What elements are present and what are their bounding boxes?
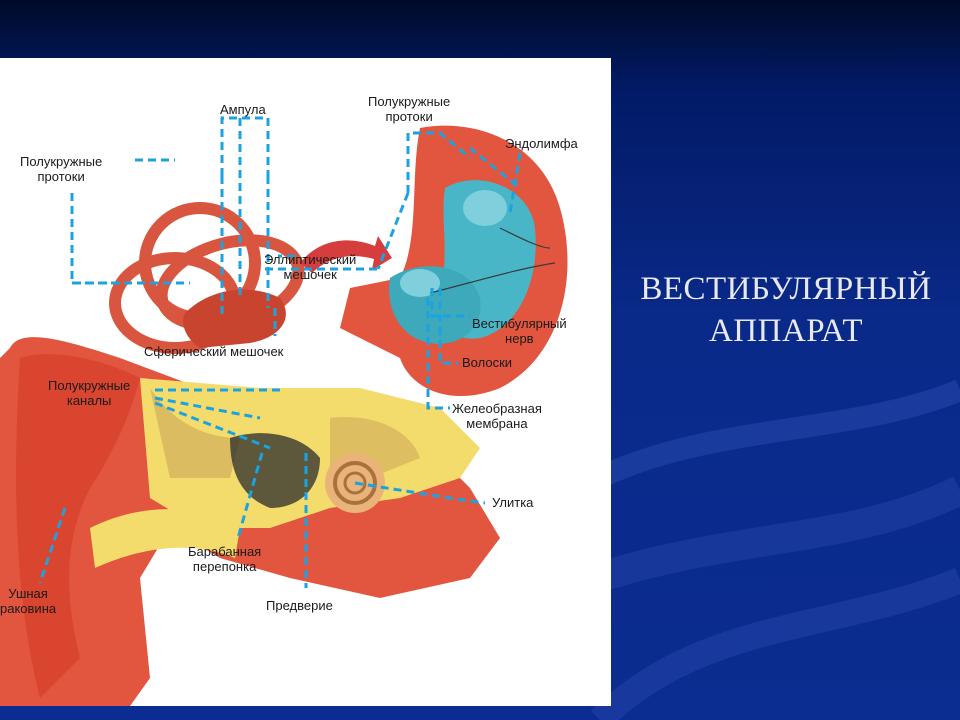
label-zhele: Желеобразная мембрана (452, 401, 542, 431)
label-line: раковина (0, 601, 57, 616)
label-line: нерв (505, 331, 534, 346)
label-line: протоки (37, 169, 85, 184)
label-ellipt: Эллиптический мешочек (264, 252, 356, 282)
label-preddverie: Предверие (266, 598, 333, 613)
slide-title-line: АППАРАТ (708, 313, 864, 349)
label-line: протоки (385, 109, 433, 124)
label-line: каналы (66, 393, 112, 408)
label-voloski: Волоски (462, 355, 513, 370)
label-line: Эллиптический (264, 252, 357, 267)
label-line: мембрана (466, 416, 528, 431)
label-polukr-protoki-left: Полукружные протоки (20, 154, 102, 184)
label-line: мешочек (283, 267, 337, 282)
label-ampula: Ампула (220, 102, 266, 117)
label-line: Ушная (8, 586, 48, 601)
label-ulitka: Улитка (492, 495, 534, 510)
label-line: Полукружные (20, 154, 103, 169)
label-polukr-kanaly: Полукружные каналы (48, 378, 130, 408)
label-line: перепонка (192, 559, 257, 574)
label-endolimfa: Эндолимфа (505, 136, 578, 151)
slide-title: ВЕСТИБУЛЯРНЫЙ АППАРАТ (612, 268, 960, 352)
label-line: Вестибулярный (472, 316, 567, 331)
label-polukr-protoki-top: Полукружные протоки (368, 94, 450, 124)
label-line: Полукружные (48, 378, 131, 393)
label-vestib-nerv: Вестибулярный нерв (472, 316, 567, 346)
label-line: Желеобразная (452, 401, 542, 416)
ear-diagram: Ампула Полукружные протоки Эндолимфа Пол… (0, 58, 611, 706)
ear-illustration (0, 116, 568, 706)
label-line: Полукружные (368, 94, 451, 109)
slide-title-line: ВЕСТИБУЛЯРНЫЙ (640, 271, 932, 307)
label-line: Барабанная (188, 544, 262, 559)
label-ushn: Ушная раковина (0, 586, 56, 616)
label-baraban: Барабанная перепонка (188, 544, 261, 574)
label-sfer: Сферический мешочек (144, 344, 284, 359)
